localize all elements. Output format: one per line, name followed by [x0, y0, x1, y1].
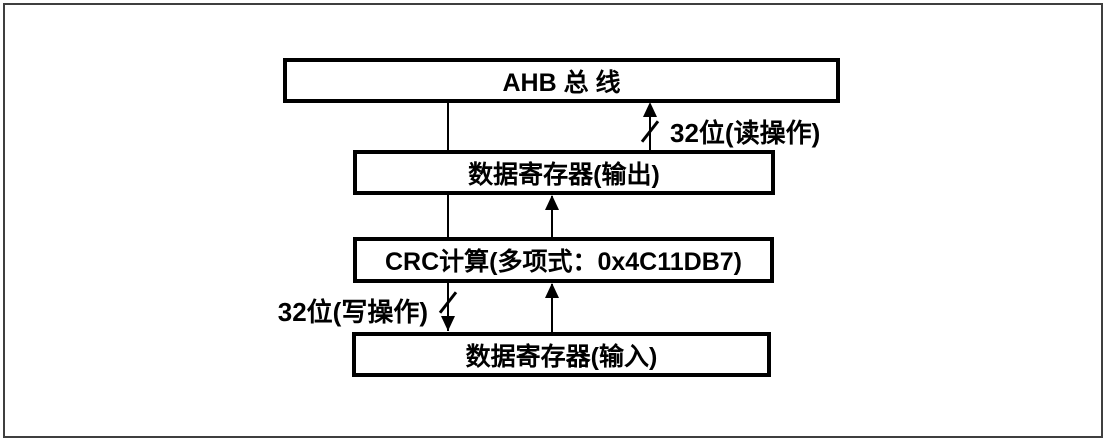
- box-data-register-output-label: 数据寄存器(输出): [468, 160, 660, 189]
- read-bus-width-label: 32位(读操作): [670, 118, 821, 148]
- arrow-up-icon: [643, 102, 657, 117]
- arrow-down-icon: [441, 316, 455, 331]
- box-ahb-bus: AHB 总 线: [283, 58, 840, 103]
- data-path-line-input-to-crc: [551, 284, 553, 333]
- box-crc-calculation-label: CRC计算(多项式：0x4C11DB7): [384, 248, 743, 276]
- write-bus-width-label: 32位(写操作): [277, 297, 428, 327]
- box-data-register-input-label: 数据寄存器(输入): [465, 342, 658, 371]
- write-path-segment-output-to-crc: [447, 194, 449, 238]
- write-path-segment-crc-to-input: [447, 282, 449, 331]
- box-data-register-output: 数据寄存器(输出): [353, 150, 775, 195]
- arrow-up-icon: [545, 195, 559, 210]
- arrow-up-icon: [545, 283, 559, 298]
- box-crc-calculation: CRC计算(多项式：0x4C11DB7): [353, 237, 774, 283]
- box-data-register-input: 数据寄存器(输入): [352, 332, 771, 377]
- data-path-line-crc-to-output: [551, 196, 553, 238]
- box-ahb-bus-label: AHB 总 线: [502, 68, 621, 97]
- write-path-segment-ahb-to-output: [447, 101, 449, 151]
